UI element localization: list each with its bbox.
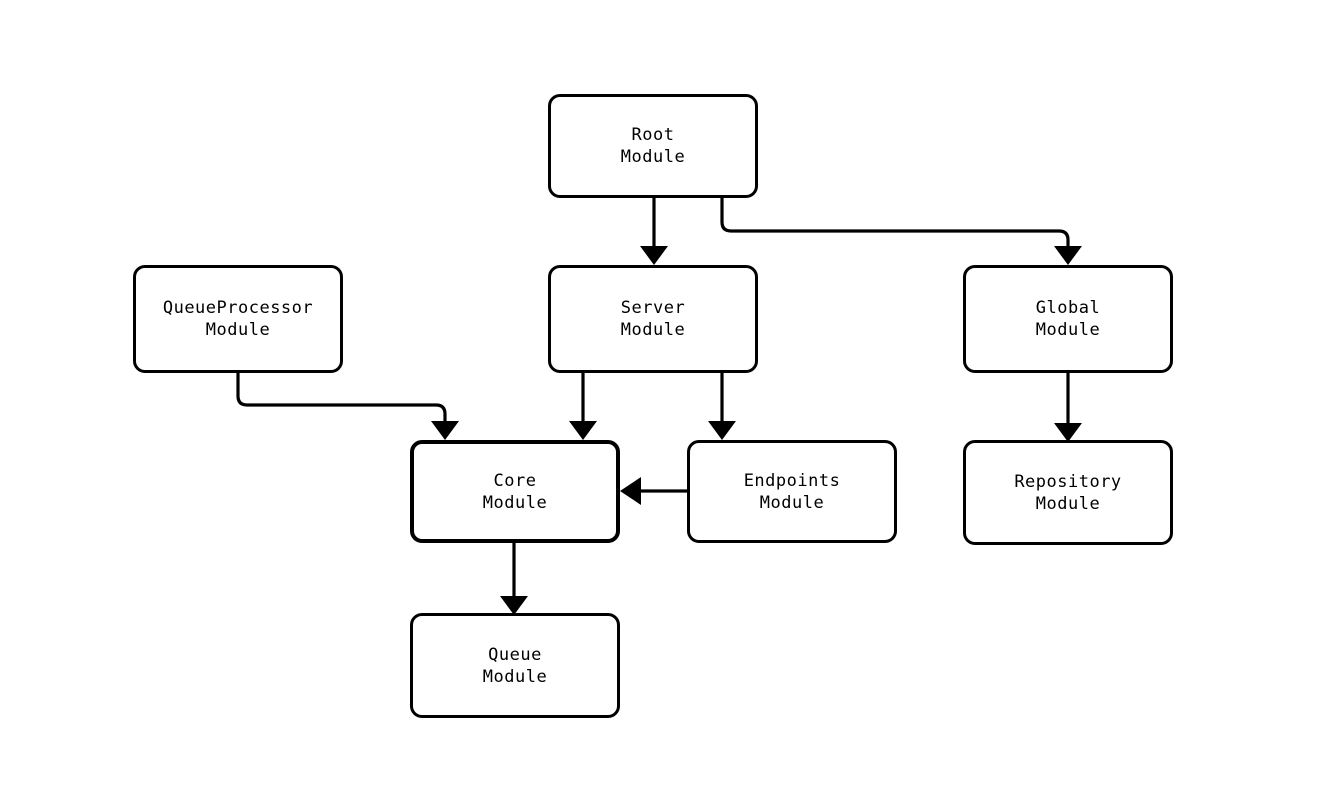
node-label-line1: Core <box>493 470 537 491</box>
edge-endpoints-core <box>620 477 687 505</box>
edge-server-endpoints <box>708 373 736 440</box>
node-label-line2: Module <box>1035 493 1101 514</box>
node-label-line1: Root <box>631 125 675 145</box>
edge-queueprocessor-core <box>236 373 459 440</box>
edge-root-server <box>640 198 668 265</box>
node-label-line1: QueueProcessor <box>162 298 314 318</box>
node-label-line1: Queue <box>488 644 542 665</box>
edge-server-core <box>569 373 597 440</box>
node-label-line2: Module <box>482 666 548 687</box>
node-label-line2: Module <box>759 492 825 513</box>
node-label-line1: Global <box>1035 298 1101 318</box>
node-label-line1: Server <box>620 298 686 318</box>
node-label-line1: Endpoints <box>743 470 841 491</box>
node-label-line2: Module <box>1035 320 1101 340</box>
node-label-line2: Module <box>205 320 271 340</box>
edge-root-global <box>720 198 1082 265</box>
node-label-line2: Module <box>482 492 548 513</box>
node-label-line2: Module <box>620 147 686 167</box>
node-label-line1: Repository <box>1014 471 1122 492</box>
node-label-line2: Module <box>620 320 686 340</box>
edge-global-repository <box>1054 373 1082 442</box>
edge-core-queue <box>500 543 528 615</box>
